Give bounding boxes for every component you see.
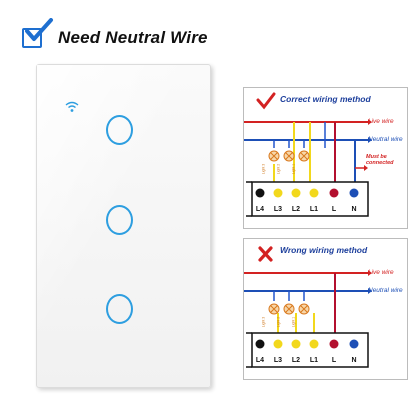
correct-wiring-diagram: Correct wiring method Live wire Neutral … xyxy=(243,87,408,229)
wrong-terminal-n: N xyxy=(351,357,357,364)
wrong-light-2-icon xyxy=(283,303,295,315)
correct-light-3-label: Light 3 xyxy=(261,163,266,175)
switch-panel xyxy=(36,64,211,388)
wrong-light-1-icon xyxy=(298,303,310,315)
correct-light-1-label: Light 1 xyxy=(291,163,296,175)
wrong-live-label: Live wire xyxy=(368,269,394,276)
correct-neutral-label: Neutral wire xyxy=(368,136,403,143)
header-title: Need Neutral Wire xyxy=(58,28,208,47)
wrong-terminal-l: L xyxy=(331,357,337,364)
correct-check-icon xyxy=(256,92,276,110)
touch-button-3[interactable] xyxy=(106,294,133,324)
correct-live-label: Live wire xyxy=(368,118,394,125)
must-be-connected-note: Must be connected xyxy=(366,154,394,166)
wrong-terminal-l2: L2 xyxy=(291,357,301,364)
wrong-light-3-icon xyxy=(268,303,280,315)
checkbox-icon xyxy=(22,28,42,48)
touch-button-2[interactable] xyxy=(106,205,133,235)
correct-terminal-l2: L2 xyxy=(291,206,301,213)
correct-wiring-graphic xyxy=(244,92,372,217)
wrong-light-3-label: Light 3 xyxy=(261,316,266,328)
wrong-terminal-l3: L3 xyxy=(273,357,283,364)
correct-terminal-l1: L1 xyxy=(309,206,319,213)
touch-button-1[interactable] xyxy=(106,115,133,145)
wifi-icon xyxy=(65,101,79,112)
wrong-neutral-label: Neutral wire xyxy=(368,287,403,294)
header: Need Neutral Wire xyxy=(22,18,242,56)
correct-light-1-icon xyxy=(298,150,310,162)
wrong-diagram-title: Wrong wiring method xyxy=(280,245,368,255)
correct-light-3-icon xyxy=(268,150,280,162)
wrong-terminal-l1: L1 xyxy=(309,357,319,364)
correct-light-2-label: Light 2 xyxy=(276,163,281,175)
correct-terminal-l4: L4 xyxy=(255,206,265,213)
correct-terminal-l3: L3 xyxy=(273,206,283,213)
check-icon xyxy=(25,18,53,41)
wrong-light-1-label: Light 1 xyxy=(291,316,296,328)
correct-terminal-n: N xyxy=(351,206,357,213)
correct-terminal-l: L xyxy=(331,206,337,213)
correct-diagram-title: Correct wiring method xyxy=(280,94,371,104)
wrong-wiring-diagram: Wrong wiring method Live wire Neutral wi… xyxy=(243,238,408,380)
wrong-terminal-l4: L4 xyxy=(255,357,265,364)
correct-light-2-icon xyxy=(283,150,295,162)
wrong-wiring-graphic xyxy=(244,246,372,368)
wrong-cross-icon xyxy=(258,246,273,262)
wrong-light-2-label: Light 2 xyxy=(276,316,281,328)
